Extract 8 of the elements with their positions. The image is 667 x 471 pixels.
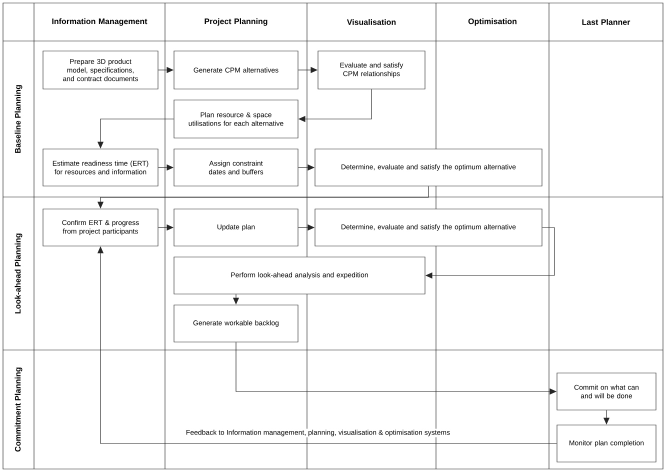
column-header: Optimisation	[468, 18, 516, 26]
row-header: Baseline Planning	[14, 85, 22, 153]
column-header: Project Planning	[204, 18, 268, 26]
row-header: Look-ahead Planning	[14, 234, 22, 314]
column-header: Last Planner	[582, 19, 630, 25]
row-header: Commitment Planning	[14, 368, 22, 452]
column-header: Visualisation	[346, 19, 396, 25]
column-header: Information Management	[52, 18, 148, 26]
